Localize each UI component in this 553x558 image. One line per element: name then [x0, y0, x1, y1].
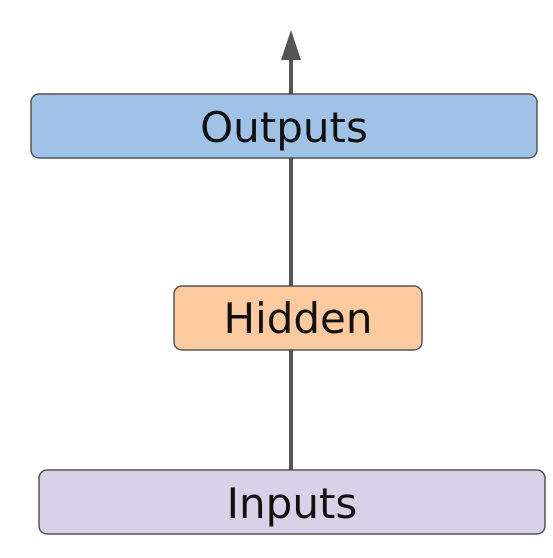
arrow-head-icon [281, 30, 301, 60]
inputs-box [38, 469, 546, 535]
outputs-label: Outputs [200, 103, 368, 152]
inputs-label: Inputs [227, 479, 358, 528]
outputs-box [30, 93, 538, 159]
inputs-node: Inputs [38, 469, 546, 535]
outputs-node: Outputs [30, 93, 538, 159]
hidden-node: Hidden [173, 285, 423, 351]
hidden-box [173, 285, 423, 351]
hidden-label: Hidden [223, 294, 372, 343]
